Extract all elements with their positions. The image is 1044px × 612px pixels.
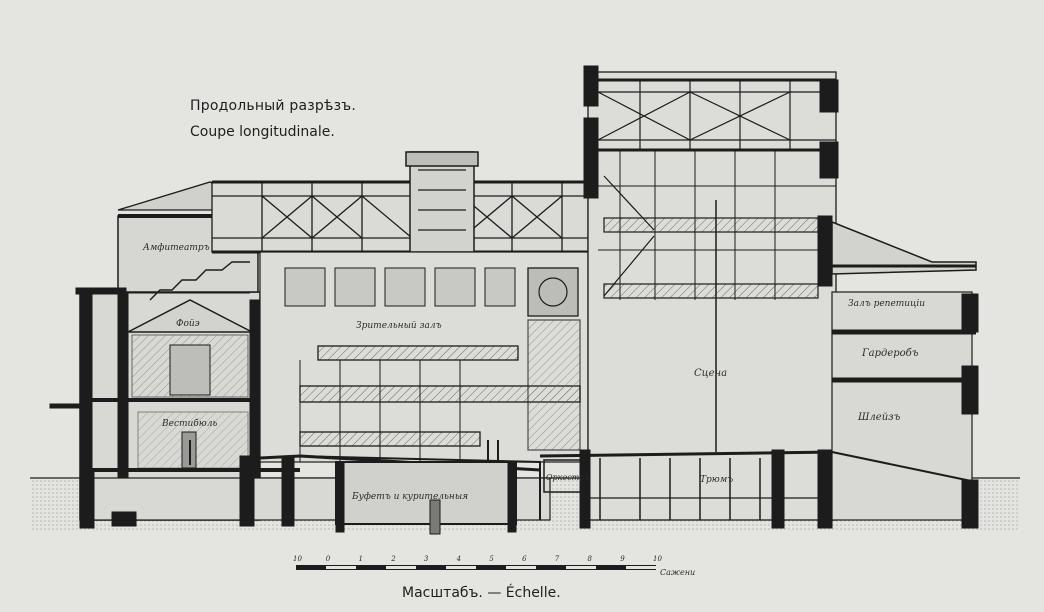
scale-unit: Сажени [660,568,695,577]
auditorium-interior [259,251,589,472]
scale-tick-label: 10 [293,555,302,563]
scale-tick-labels: 10 0 1 2 3 4 5 6 7 8 9 10 [293,555,662,563]
label-vestibule: Вестибюль [161,418,217,429]
title-french: Coupe longitudinale. [190,124,335,140]
scale-tick-label: 5 [489,555,494,563]
label-stage: Сцена [694,368,727,379]
scale-tick-label: 6 [522,555,527,563]
scale-tick-label: 0 [326,555,331,563]
right-annex [831,220,979,529]
label-trap-room: Трюмъ [700,475,733,485]
scale-tick-label: 4 [456,555,461,563]
label-orchestra: Оркестръ [546,473,590,482]
scale-tick-label: 10 [653,555,662,563]
label-buffet: Буфетъ и курительныя [351,492,468,502]
scale-caption: Масштабъ. — Échelle. [402,585,561,601]
label-rehearsal-hall: Залъ репетиціи [848,299,925,309]
label-sheds: Шлейзъ [857,412,901,423]
label-auditorium: Зрительный залъ [356,321,442,331]
room-labels: Амфитеатръ Фойэ Зрительный залъ Вестибюл… [142,243,925,502]
stage-house [539,65,839,529]
title-russian: Продольный разрѣзъ. [190,98,356,114]
scale-tick-label: 7 [555,555,560,563]
label-foyer: Фойэ [176,319,200,329]
scale-tick-label: 3 [424,555,429,563]
scale-tick-label: 8 [588,555,593,563]
label-amphitheatre: Амфитеатръ [142,243,210,253]
scale-tick-label: 9 [620,555,625,563]
basement [79,455,551,535]
label-wardrobe: Гардеробъ [861,348,919,359]
scale-tick-label: 1 [359,555,363,563]
scale-bar: 10 0 1 2 3 4 5 6 7 8 9 10 Сажени [293,555,695,577]
auditorium-roof-truss [211,151,589,254]
scale-tick-label: 2 [390,555,396,563]
